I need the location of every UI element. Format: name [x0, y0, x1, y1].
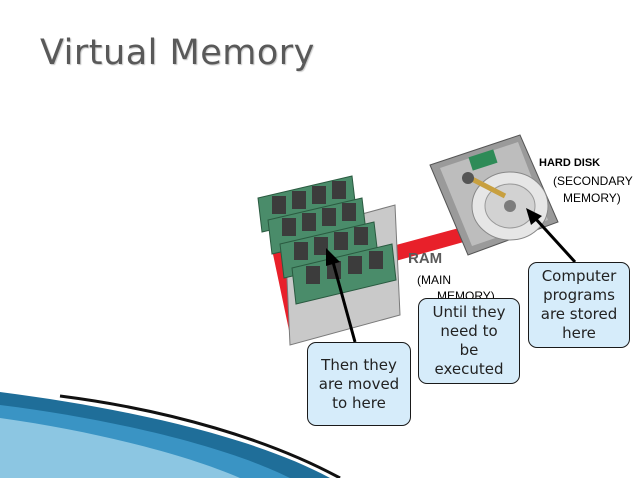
callout-line: executed: [434, 360, 504, 378]
hard-disk-image: [429, 134, 559, 256]
ram-label: RAM: [408, 250, 443, 267]
slide-title: Virtual Memory: [40, 33, 315, 73]
callout-until-executed: Until they need to be executed: [418, 298, 520, 384]
callout-line: are stored: [540, 305, 618, 323]
secondary-memory-label-line2: MEMORY): [563, 191, 621, 205]
secondary-memory-label-line1: (SECONDARY: [553, 174, 633, 188]
hard-disk-label: HARD DISK: [539, 157, 601, 169]
callout-programs-stored: Computer programs are stored here: [528, 262, 630, 348]
callout-line: Computer: [541, 267, 617, 285]
ram-modules: [257, 175, 401, 346]
callout-line: are moved: [318, 374, 400, 393]
callout-line: to here: [332, 393, 386, 412]
callout-line: be: [459, 341, 479, 359]
callout-line: programs: [543, 286, 615, 304]
callout-line: need to: [440, 322, 498, 340]
decorative-swoosh: [0, 392, 341, 478]
callout-line: Then they: [321, 355, 397, 374]
callout-line: here: [562, 324, 596, 342]
main-memory-label-line1: (MAIN: [417, 273, 451, 287]
callout-line: Until they: [432, 303, 506, 321]
arrow-to-ram: [326, 248, 357, 343]
callout-moved-here: Then they are moved to here: [307, 342, 411, 426]
arrow-to-hard-disk: [526, 208, 577, 264]
